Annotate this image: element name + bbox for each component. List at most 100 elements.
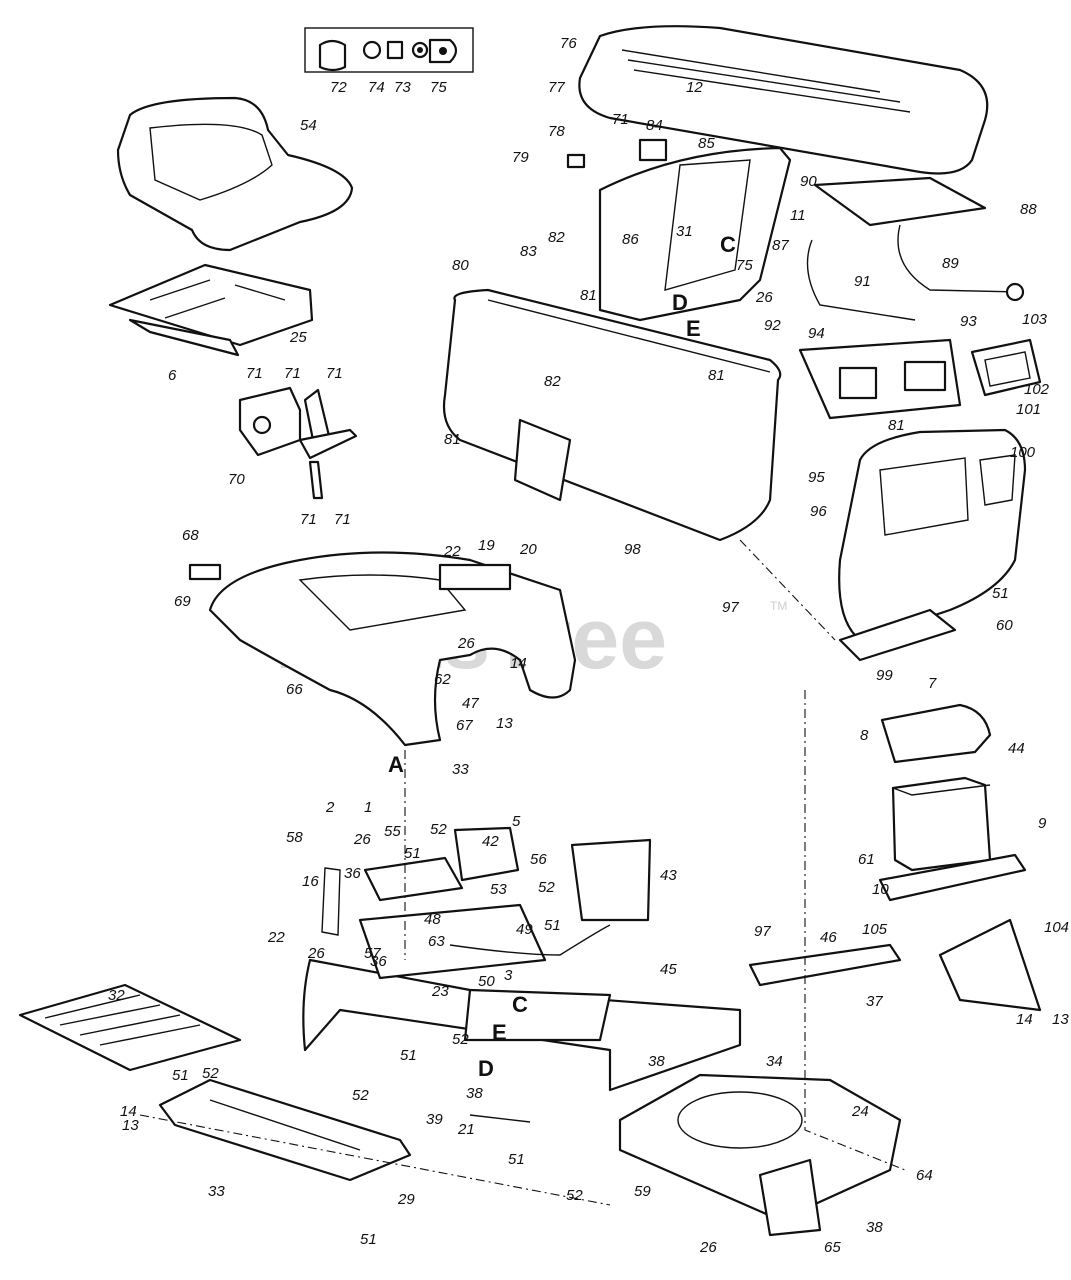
callout-38: 38 [866,1219,883,1236]
battery [880,703,992,872]
callout-103: 103 [1022,311,1048,328]
section-letter-e: E [686,316,701,341]
callout-36: 36 [370,953,387,970]
section-letter-c: C [720,232,736,257]
callout-74: 74 [368,79,385,96]
callout-97: 97 [722,599,739,616]
section-letter-a: A [388,752,404,777]
section-letter-d: D [478,1056,494,1081]
callout-52: 52 [352,1087,369,1104]
callout-83: 83 [520,243,537,260]
callout-33: 33 [452,761,469,778]
watermark-tm: TM [770,599,787,613]
callout-64: 64 [916,1167,933,1184]
callout-71: 71 [284,365,301,382]
callout-22: 22 [267,929,285,946]
callout-10: 10 [872,881,889,898]
hood [578,25,989,175]
callout-47: 47 [462,695,479,712]
headlight [970,338,1042,397]
section-letter-e: E [492,1020,507,1045]
part-84 [638,138,668,162]
callout-19: 19 [478,537,495,554]
callout-75: 75 [736,257,753,274]
callout-81: 81 [580,287,597,304]
callout-88: 88 [1020,201,1037,218]
callout-26: 26 [307,945,325,962]
callout-84: 84 [646,117,663,134]
callout-79: 79 [512,149,529,166]
callout-26: 26 [353,831,371,848]
callout-101: 101 [1016,401,1041,418]
callout-29: 29 [397,1191,415,1208]
seat [116,96,354,252]
callout-14: 14 [1016,1011,1033,1028]
callout-81: 81 [888,417,905,434]
callout-26: 26 [755,289,773,306]
callout-13: 13 [1052,1011,1069,1028]
callout-51: 51 [544,917,561,934]
callout-96: 96 [810,503,827,520]
callout-5: 5 [512,813,521,830]
callout-21: 21 [457,1121,475,1138]
callout-50: 50 [478,973,495,990]
callout-51: 51 [400,1047,417,1064]
callout-7: 7 [928,675,937,692]
callout-60: 60 [996,617,1013,634]
callout-26: 26 [699,1239,717,1256]
callout-42: 42 [482,833,499,850]
callout-14: 14 [510,655,527,672]
callout-104: 104 [1044,919,1069,936]
spring-16 [321,867,341,936]
callout-51: 51 [508,1151,525,1168]
lever-bracket [238,386,358,500]
part-68 [188,563,222,581]
callout-43: 43 [660,867,677,884]
hood-bracket [806,176,1025,321]
part-78 [566,153,586,169]
callout-31: 31 [676,223,693,240]
callout-26: 26 [457,635,475,652]
callout-52: 52 [202,1065,219,1082]
callout-105: 105 [862,921,888,938]
callout-38: 38 [466,1085,483,1102]
callout-89: 89 [942,255,959,272]
callout-12: 12 [686,79,703,96]
callout-80: 80 [452,257,469,274]
callout-53: 53 [490,881,507,898]
callout-81: 81 [444,431,461,448]
callout-99: 99 [876,667,893,684]
callout-2: 2 [325,799,335,816]
callout-72: 72 [330,79,347,96]
callout-100: 100 [1010,444,1036,461]
grille-nose [838,428,1027,662]
callout-69: 69 [174,593,191,610]
ignition-switch-kit [304,27,474,73]
footrest [18,983,242,1072]
callout-66: 66 [286,681,303,698]
callout-87: 87 [772,237,789,254]
callout-95: 95 [808,469,825,486]
callout-97: 97 [754,923,771,940]
callout-73: 73 [394,79,411,96]
callout-54: 54 [300,117,317,134]
callout-34: 34 [766,1053,783,1070]
section-letter-c: C [512,992,528,1017]
callout-51: 51 [172,1067,189,1084]
callout-52: 52 [566,1187,583,1204]
tool-tray [570,838,652,922]
callout-45: 45 [660,961,677,978]
callout-63: 63 [428,933,445,950]
callout-3: 3 [504,967,513,984]
callout-51: 51 [992,585,1009,602]
callout-70: 70 [228,471,245,488]
callout-77: 77 [548,79,565,96]
callout-20: 20 [519,541,537,558]
callout-65: 65 [824,1239,841,1256]
callout-82: 82 [548,229,565,246]
seat-plate [108,263,314,357]
grille-frame [798,338,962,420]
